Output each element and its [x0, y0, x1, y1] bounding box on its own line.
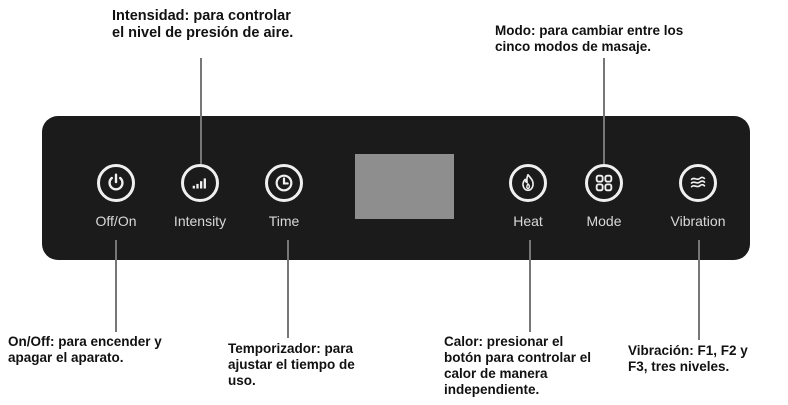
vibration-waves-icon	[690, 176, 706, 188]
annotation-vibration-line-1: Vibración: F1, F2 y	[628, 343, 748, 358]
power-button[interactable]	[97, 164, 135, 202]
annotation-intensity-line-1: Intensidad: para controlar	[112, 8, 291, 24]
annotation-heat-line-3: calor de manera	[444, 366, 548, 381]
vibration-button-label: Vibration	[670, 213, 726, 229]
flame-icon	[522, 173, 534, 192]
annotation-time-line-1: Temporizador: para	[228, 341, 354, 356]
annotation-intensity: Intensidad: para controlar el nivel de p…	[112, 8, 293, 42]
annotation-power: On/Off: para encender y apagar el aparat…	[8, 334, 162, 366]
mode-button[interactable]	[585, 164, 623, 202]
leader-line-intensity	[200, 58, 202, 164]
annotation-time-line-3: uso.	[228, 373, 256, 388]
leader-line-vibration	[698, 240, 700, 340]
annotation-power-line-2: apagar el aparato.	[8, 350, 124, 365]
time-button-label: Time	[268, 213, 300, 229]
clock-icon	[275, 174, 293, 192]
annotation-heat-line-4: independiente.	[444, 382, 540, 397]
grid-modes-icon	[595, 174, 613, 192]
annotation-mode-line-2: cinco modos de masaje.	[495, 39, 652, 54]
display-screen	[355, 154, 454, 219]
heat-button[interactable]	[509, 164, 547, 202]
power-icon	[108, 173, 124, 191]
annotation-time: Temporizador: para ajustar el tiempo de …	[228, 341, 355, 389]
power-button-label: Off/On	[95, 213, 137, 229]
heat-button-label: Heat	[513, 213, 543, 229]
leader-line-mode	[603, 58, 605, 164]
leader-line-heat	[529, 240, 531, 332]
annotation-heat: Calor: presionar el botón para controlar…	[444, 334, 591, 398]
leader-line-time	[287, 240, 289, 338]
leader-line-power	[115, 240, 117, 332]
annotation-intensity-line-2: el nivel de presión de aire.	[112, 25, 294, 41]
annotation-power-line-1: On/Off: para encender y	[8, 334, 162, 349]
annotation-mode: Modo: para cambiar entre los cinco modos…	[495, 23, 683, 55]
intensity-button[interactable]	[181, 164, 219, 202]
signal-bars-icon	[192, 178, 206, 189]
annotation-vibration-line-2: F3, tres niveles.	[628, 359, 730, 374]
mode-button-label: Mode	[586, 213, 622, 229]
annotation-vibration: Vibración: F1, F2 y F3, tres niveles.	[628, 343, 748, 375]
annotation-heat-line-1: Calor: presionar el	[444, 334, 564, 349]
annotation-heat-line-2: botón para controlar el	[444, 350, 592, 365]
annotation-time-line-2: ajustar el tiempo de	[228, 357, 355, 372]
vibration-button[interactable]	[679, 164, 717, 202]
intensity-button-label: Intensity	[173, 213, 227, 229]
time-button[interactable]	[265, 164, 303, 202]
annotation-mode-line-1: Modo: para cambiar entre los	[495, 23, 684, 38]
